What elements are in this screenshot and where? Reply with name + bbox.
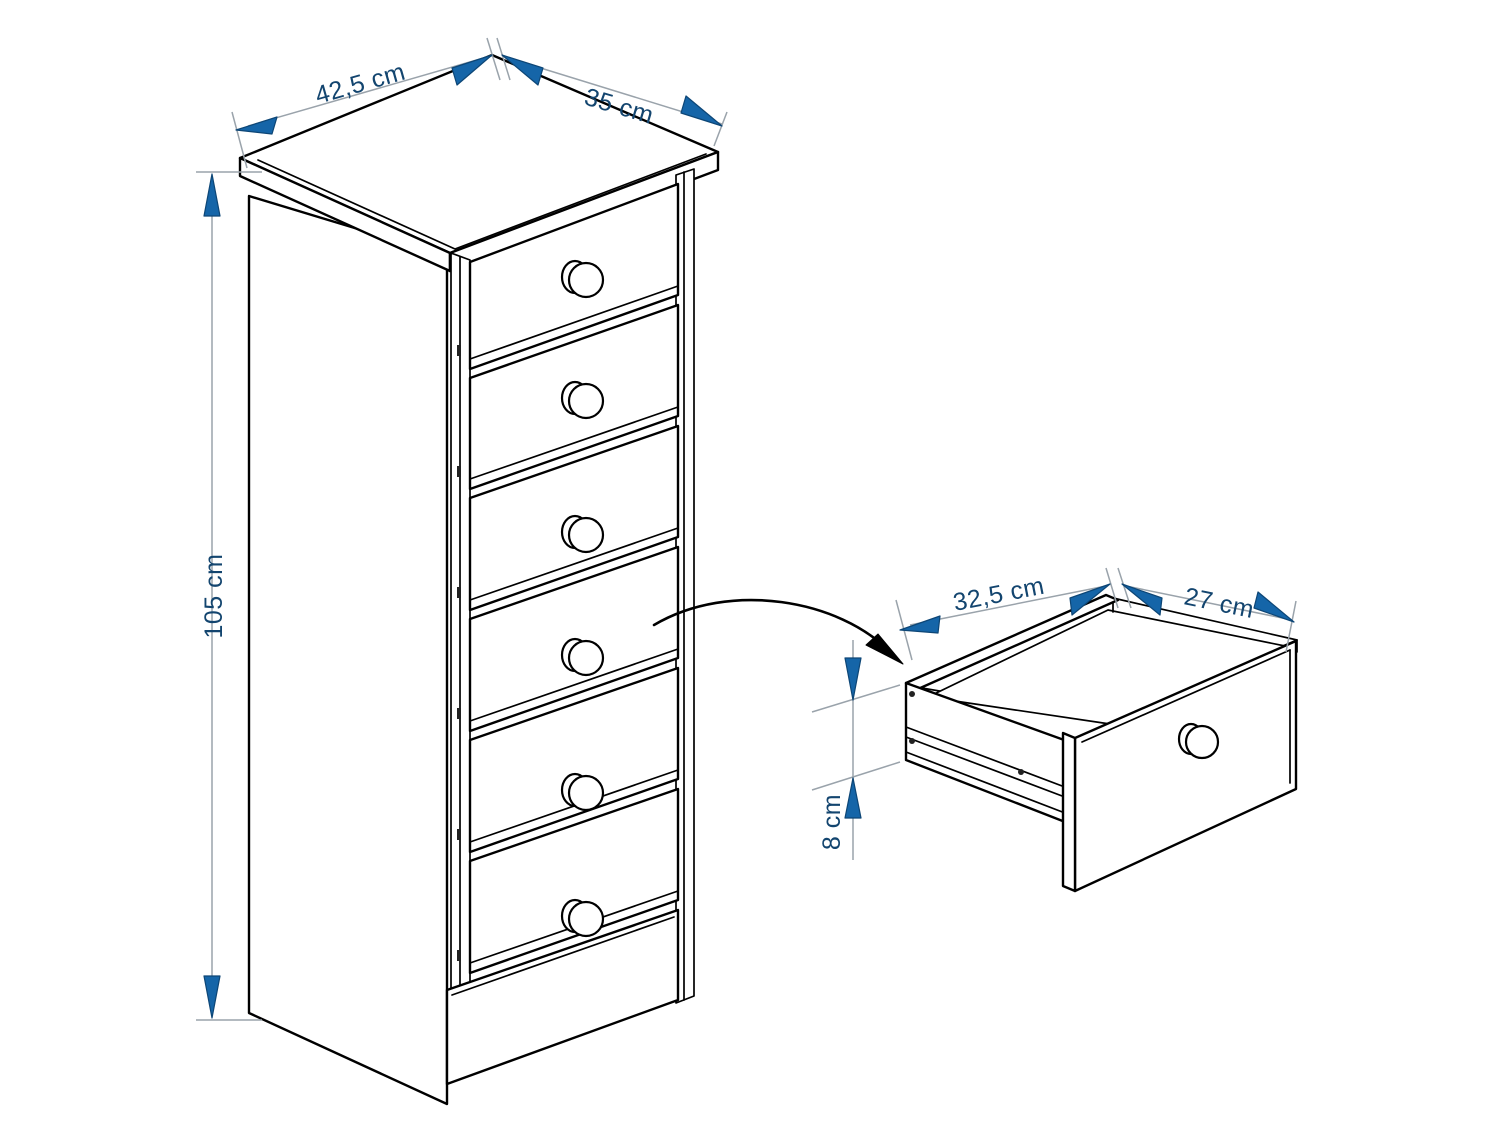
single-drawer-box — [904, 593, 1298, 893]
drawer-front-6 — [468, 787, 680, 975]
label-drawer-height: 8 cm — [818, 794, 846, 850]
drawer-dowel-1 — [909, 691, 915, 697]
drawer-front-top-band — [1081, 649, 1291, 743]
label-drawer-width: 32,5 cm — [951, 572, 1047, 617]
arrow-drawer-depth-left — [1121, 583, 1163, 616]
dowel-mark-4 — [457, 708, 461, 719]
arrow-drawer-height-bottom — [844, 777, 862, 819]
ext-line-width-right — [486, 37, 501, 81]
arrow-drawer-height-top — [844, 657, 862, 701]
cabinet-knob-2 — [560, 380, 605, 420]
six-drawer-chest — [238, 53, 720, 1106]
ext-line-width-left — [231, 111, 248, 169]
dimension-drawer-height: 8 cm — [811, 640, 901, 860]
ext-line-drawer-depth-right — [1285, 600, 1297, 653]
ext-line-drawer-height-bottom — [811, 761, 901, 791]
ext-line-drawer-width-right — [1105, 567, 1119, 609]
drawer-left-groove-lower — [905, 736, 1079, 803]
drawer-detail-knob — [1177, 722, 1220, 760]
dim-line-drawer-width — [909, 585, 1107, 626]
ext-line-depth-right — [713, 111, 728, 147]
cabinet-knob-6 — [560, 898, 605, 938]
drawer-left-bottom-edge — [905, 751, 1079, 819]
cabinet-knob-5 — [560, 772, 605, 812]
ext-line-depth-left — [496, 37, 511, 81]
dim-line-drawer-depth — [1125, 585, 1293, 621]
ext-line-drawer-depth-left — [1117, 567, 1132, 609]
label-cabinet-height: 105 cm — [200, 554, 228, 639]
arrow-depth-left — [501, 54, 544, 86]
cabinet-base-scribe — [451, 916, 675, 996]
drawer-left-groove-upper — [905, 726, 1079, 793]
arrow-drawer-width-right — [1069, 583, 1111, 616]
arrow-drawer-depth-right — [1253, 591, 1295, 623]
drawer-front-5 — [468, 666, 680, 854]
callout-curve-path — [652, 598, 892, 654]
cabinet-knob-1 — [560, 259, 605, 299]
arrow-depth-right — [680, 95, 723, 127]
dowel-mark-5 — [457, 829, 461, 840]
drawer-pullout-arrow — [652, 598, 904, 665]
drawer-front-2-rail — [469, 406, 679, 480]
dowel-mark-1 — [457, 345, 461, 356]
dowel-mark-3 — [457, 587, 461, 598]
arrow-drawer-width-left — [899, 615, 941, 634]
drawer-dowel-2 — [909, 738, 915, 744]
cabinet-knob-4 — [560, 637, 605, 677]
callout-arrowhead — [865, 633, 904, 665]
cabinet-top-scribe — [257, 153, 707, 250]
arrow-height-top — [203, 173, 221, 217]
arrow-height-bottom — [203, 975, 221, 1019]
dimension-cabinet-height: 105 cm — [196, 171, 262, 1021]
dowel-mark-6 — [457, 950, 461, 961]
drawer-front-3-rail — [469, 527, 679, 601]
drawer-front-panel-edge — [1061, 731, 1077, 893]
drawer-dowel-3 — [1018, 769, 1024, 775]
cabinet-base-plinth — [445, 908, 680, 1086]
drawer-front-4-rail — [469, 648, 679, 722]
dim-line-width — [247, 56, 488, 127]
cabinet-left-side-panel — [247, 194, 449, 1106]
arrow-width-left — [235, 116, 278, 135]
drawer-front-1-rail — [469, 285, 679, 360]
cabinet-knob-3 — [560, 514, 605, 554]
dowel-mark-2 — [457, 466, 461, 477]
ext-line-drawer-height-top — [811, 684, 901, 713]
cabinet-top-edge-right — [448, 150, 720, 273]
arrow-width-right — [451, 54, 493, 86]
